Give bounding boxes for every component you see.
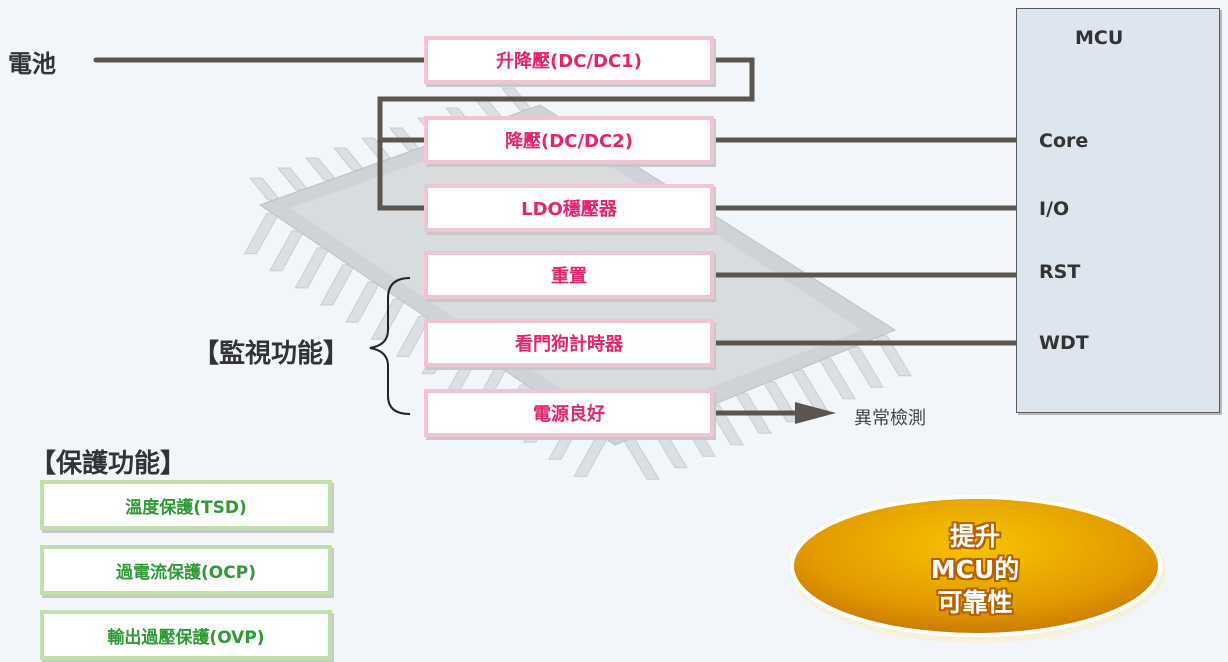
pin-io-label: I/O xyxy=(1039,198,1070,220)
reliability-line: MCU的 xyxy=(930,555,1020,584)
reset-box: 重置 xyxy=(424,251,714,299)
reliability-line: 提升 xyxy=(949,522,1000,551)
pin-core-label: Core xyxy=(1039,130,1089,152)
reliability-text: 提升 MCU的 可靠性 xyxy=(880,520,1070,619)
reliability-ellipse xyxy=(790,495,1162,637)
protection-heading: 【保護功能】 xyxy=(30,449,187,479)
battery-label: 電池 xyxy=(8,50,56,78)
ldo-box: LDO穩壓器 xyxy=(424,184,714,232)
arrow-head-icon xyxy=(795,402,836,424)
pin-wdt-label: WDT xyxy=(1039,332,1089,354)
tsd-box: 溫度保護(TSD) xyxy=(40,480,332,530)
anomaly-label: 異常檢測 xyxy=(854,408,926,429)
pin-rst-label: RST xyxy=(1039,261,1081,283)
dcdc1-box: 升降壓(DC/DC1) xyxy=(424,36,714,84)
mcu-title: MCU xyxy=(1075,27,1124,49)
chip-pin xyxy=(874,335,912,377)
chip-pin xyxy=(846,346,884,388)
dcdc2-box: 降壓(DC/DC2) xyxy=(424,116,714,164)
ovp-box: 輸出過壓保護(OVP) xyxy=(40,610,332,660)
brace-icon xyxy=(369,277,411,415)
dcdc1-output-wire xyxy=(377,57,755,211)
chip-pin xyxy=(622,438,660,480)
reliability-line: 可靠性 xyxy=(937,588,1013,617)
ocp-box: 過電流保護(OCP) xyxy=(40,545,332,595)
mcu-block: MCU Core I/O RST WDT xyxy=(1016,8,1220,413)
monitoring-label: 【監視功能】 xyxy=(193,339,350,369)
chip-pin xyxy=(790,369,828,411)
watchdog-box: 看門狗計時器 xyxy=(424,319,714,367)
chip-pin xyxy=(818,358,856,400)
power-good-box: 電源良好 xyxy=(424,389,714,437)
